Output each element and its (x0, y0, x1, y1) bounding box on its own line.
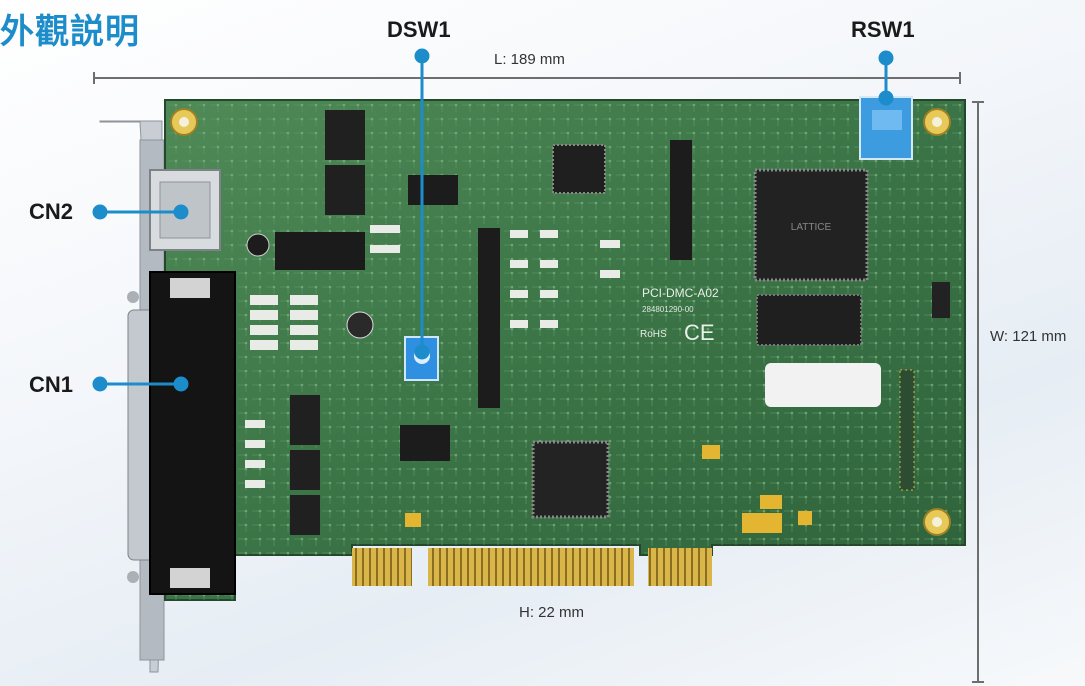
rsw1-switch (859, 96, 913, 160)
board-serial-text: 284801290-00 (642, 305, 694, 314)
width-dimension: W: 121 mm (990, 328, 1067, 345)
rohs-mark: RoHS (640, 329, 667, 340)
dimension-lines (93, 72, 984, 683)
dsw1-label: DSW1 (387, 17, 451, 42)
board-model-text: PCI-DMC-A02 (642, 286, 719, 300)
cn2-label: CN2 (29, 199, 74, 224)
ce-mark: CE (684, 320, 715, 345)
page-title: 外觀説明 (0, 12, 140, 52)
board-components: LATTICE (245, 110, 950, 535)
pci-gold-fingers (352, 548, 712, 586)
length-dimension: L: 189 mm (494, 51, 565, 68)
height-dimension: H: 22 mm (519, 604, 585, 621)
chip-lattice-label: LATTICE (791, 222, 832, 233)
cn1-label: CN1 (29, 372, 74, 397)
mounting-holes (170, 108, 951, 536)
cn1-connector (127, 271, 236, 595)
callout-lines (92, 48, 894, 392)
rsw1-label: RSW1 (851, 17, 915, 42)
